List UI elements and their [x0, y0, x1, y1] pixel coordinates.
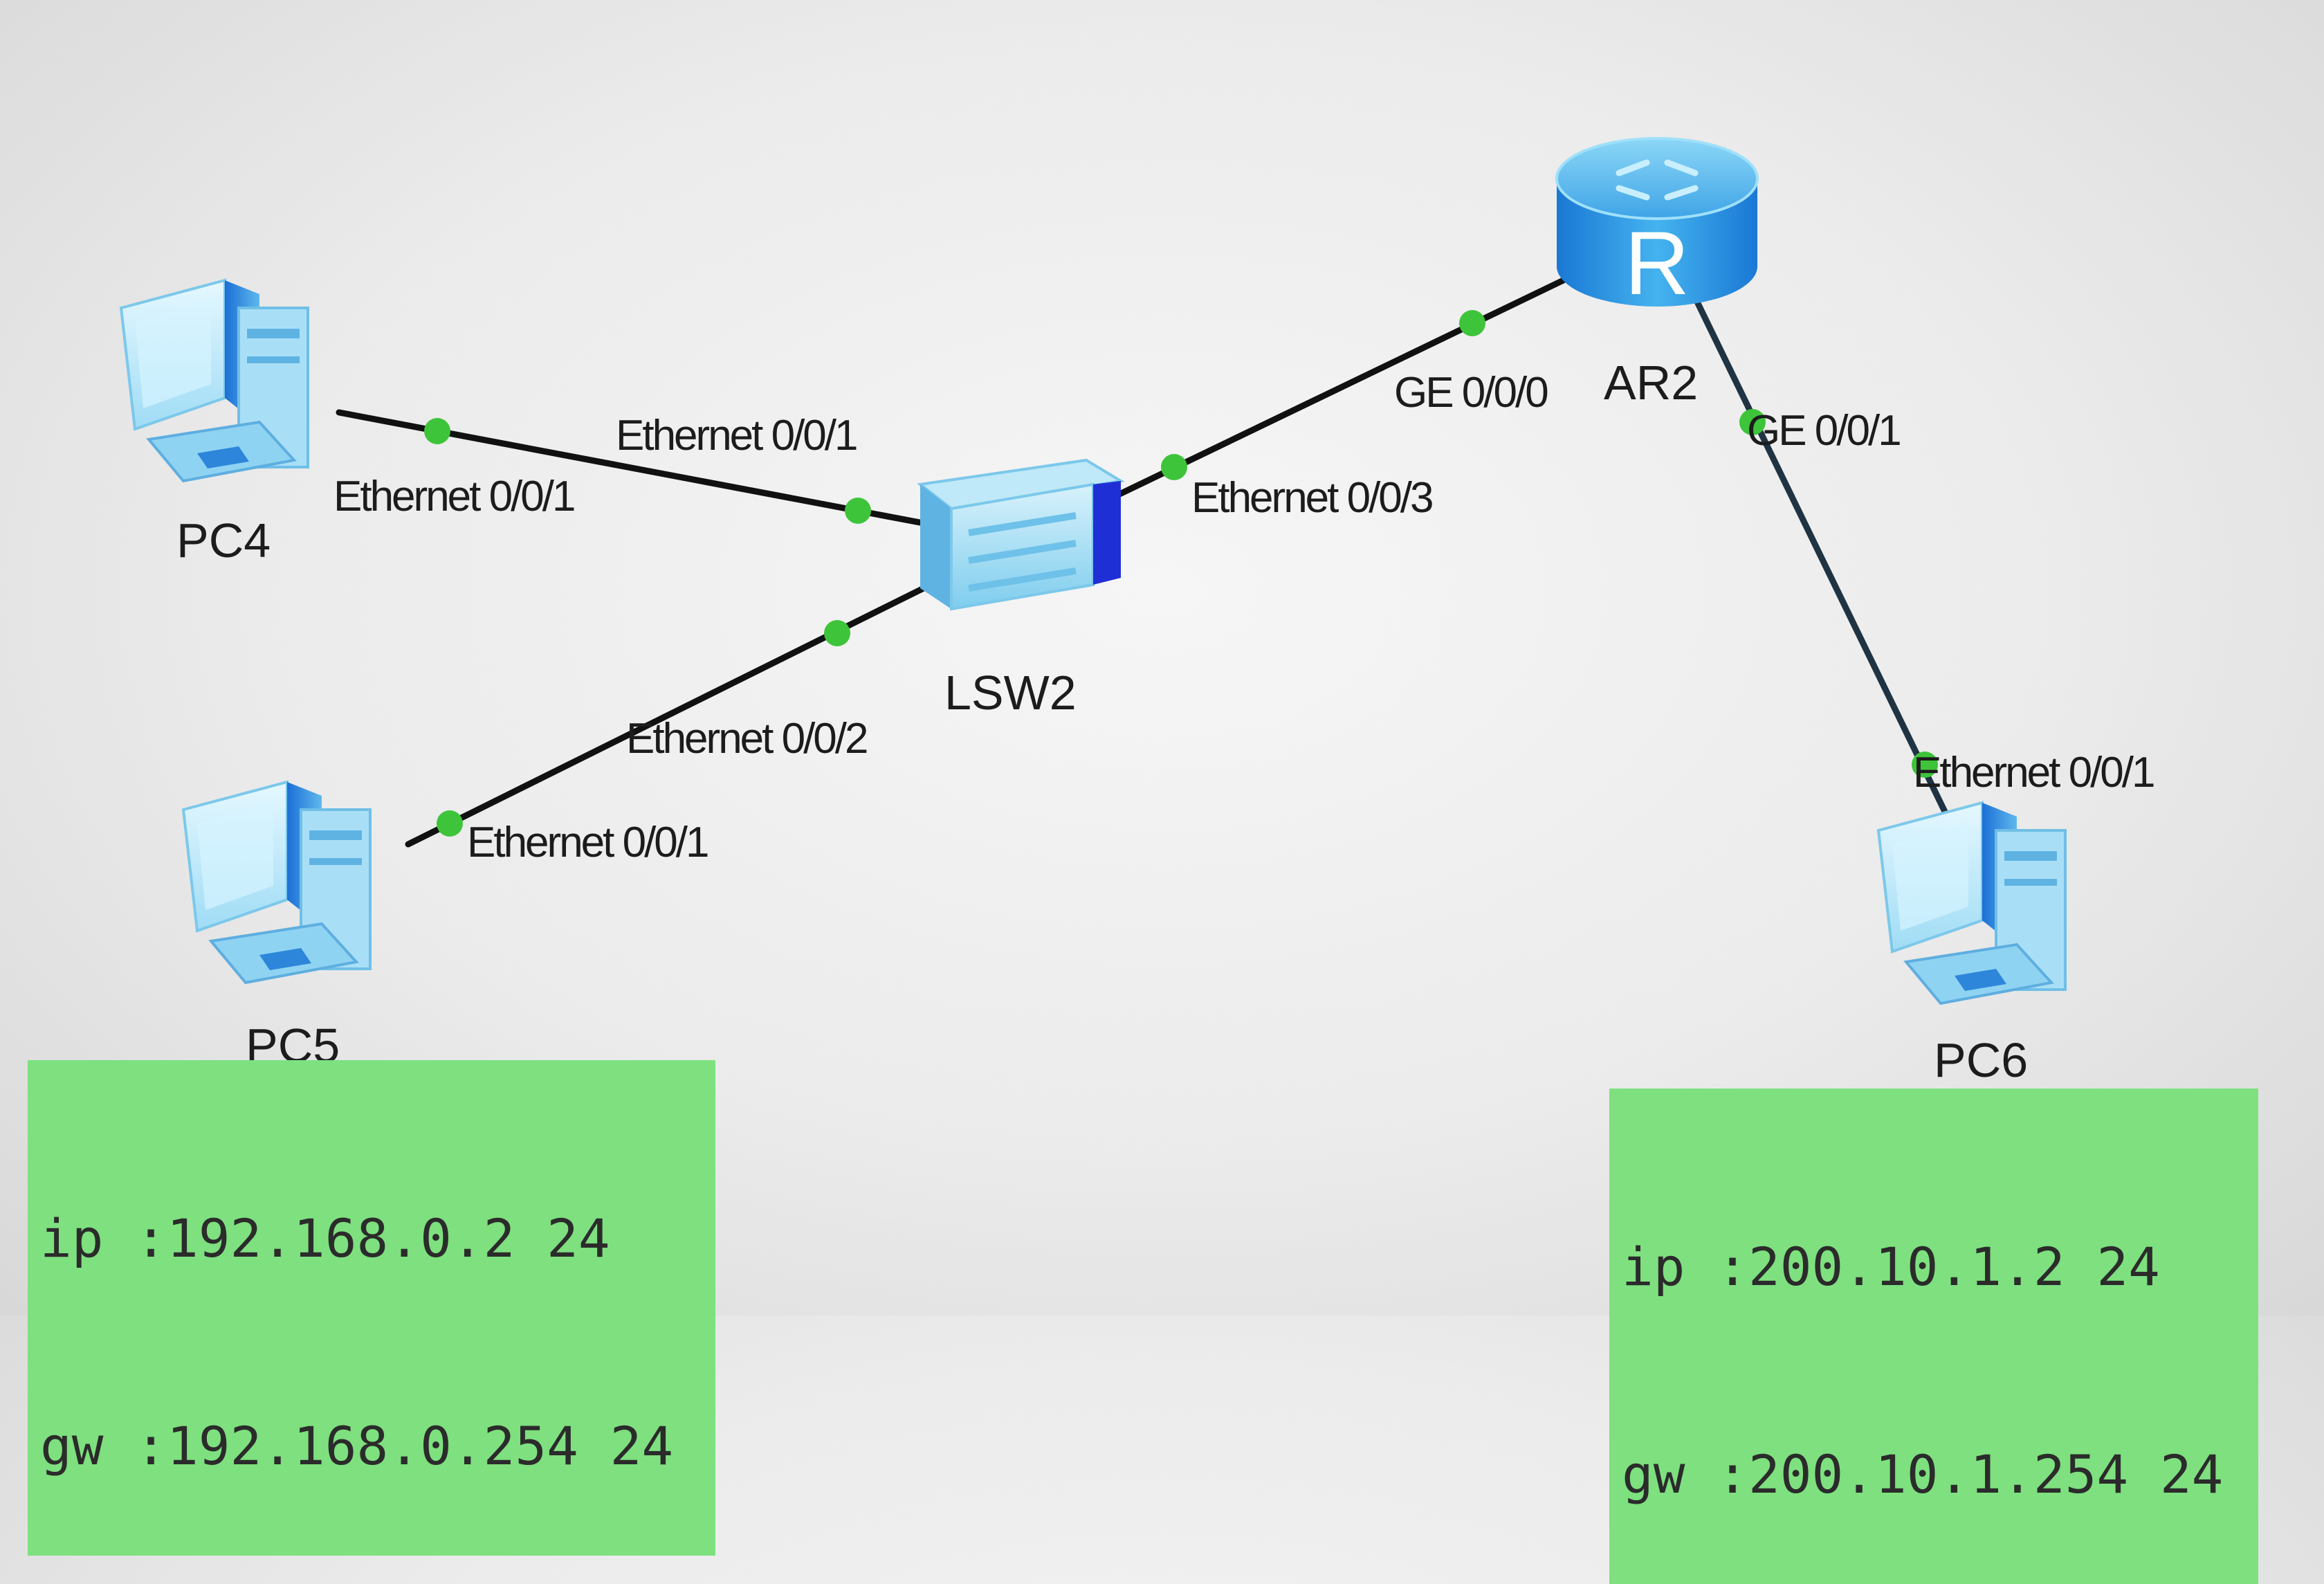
port-label-lsw2-e001: Ethernet 0/0/1	[616, 412, 857, 459]
switch-icon	[917, 458, 1125, 611]
port-label-pc6-e001: Ethernet 0/0/1	[1913, 749, 2154, 796]
link-ar2-pc6[interactable]	[1692, 294, 1949, 817]
pc6-node[interactable]: PC6	[1877, 801, 2067, 1087]
desktop-computer-icon	[1877, 801, 2067, 1005]
pc5-address-note: ip :192.168.0.2 24 gw :192.168.0.254 24	[28, 1060, 715, 1556]
desktop-computer-icon	[120, 279, 309, 482]
port-dot-pc4	[424, 418, 450, 444]
port-label-lsw2-e002: Ethernet 0/0/2	[626, 715, 867, 763]
link-lsw2-ar2[interactable]	[1110, 273, 1574, 500]
pc6-label: PC6	[1934, 1033, 2028, 1087]
pc6-gateway-text: gw :200.10.1.254 24	[1622, 1444, 2224, 1505]
network-topology-diagram: PC4 PC5 PC6 LSW2 R AR2 Ethern	[120, 137, 2156, 1087]
ar2-label: AR2	[1604, 356, 1698, 410]
port-label-pc5-e001: Ethernet 0/0/1	[467, 819, 708, 866]
port-dot-pc5	[437, 810, 463, 837]
port-label-ar2-ge000: GE 0/0/0	[1394, 369, 1548, 417]
port-label-lsw2-e003: Ethernet 0/0/3	[1191, 474, 1432, 522]
port-label-ar2-ge001: GE 0/0/1	[1747, 407, 1900, 455]
pc5-gateway-text: gw :192.168.0.254 24	[40, 1415, 674, 1477]
pc4-label: PC4	[176, 513, 271, 567]
pc6-address-note: ip :200.10.1.2 24 gw :200.10.1.254 24	[1609, 1089, 2258, 1584]
desktop-computer-icon	[182, 781, 372, 984]
pc5-node[interactable]: PC5	[182, 781, 372, 1073]
port-dot-lsw2-e003	[1161, 454, 1187, 480]
lsw2-node[interactable]: LSW2	[917, 458, 1125, 720]
pc6-ip-text: ip :200.10.1.2 24	[1622, 1236, 2160, 1298]
router-letter: R	[1625, 212, 1690, 313]
port-dot-pc6	[1912, 752, 1938, 778]
pc4-node[interactable]: PC4	[120, 279, 309, 567]
port-dot-lsw2-e002	[824, 620, 850, 646]
port-dot-ar2-ge001	[1739, 409, 1766, 435]
port-dot-lsw2-e001	[845, 498, 871, 524]
port-dot-ar2-ge000	[1459, 310, 1485, 336]
port-label-pc4-e001: Ethernet 0/0/1	[333, 473, 574, 520]
pc5-ip-text: ip :192.168.0.2 24	[40, 1208, 610, 1269]
ar2-node[interactable]: R AR2	[1555, 137, 1759, 410]
lsw2-label: LSW2	[944, 666, 1077, 720]
router-icon: R	[1555, 137, 1759, 313]
